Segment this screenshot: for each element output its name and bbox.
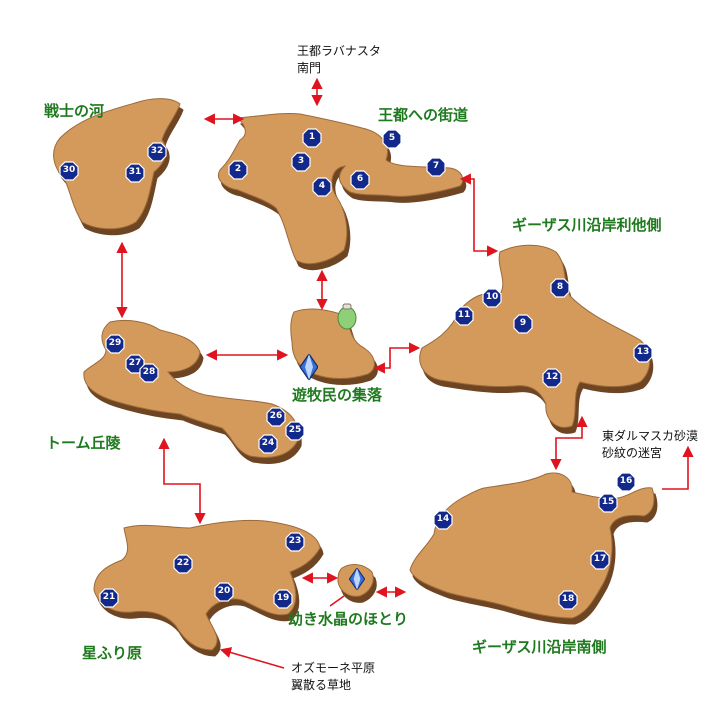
region-label-hoshi: 星ふり原 (82, 644, 143, 662)
region-label-giza-north: ギーザス川沿岸利他側 (512, 216, 662, 234)
point-marker-23: 23 (285, 532, 305, 552)
point-marker-13: 13 (633, 343, 653, 363)
region-label-senshi: 戦士の河 (44, 102, 105, 120)
zone-outo-e-no-kaidou (218, 113, 464, 265)
point-marker-label: 9 (519, 318, 527, 328)
exit-label-north: 王都ラバナスタ南門 (297, 44, 381, 75)
point-marker-label: 28 (142, 367, 156, 377)
point-marker-label: 13 (636, 347, 650, 357)
region-label-outo: 王都への街道 (378, 106, 469, 124)
point-marker-label: 14 (436, 514, 450, 524)
point-marker-26: 26 (266, 407, 286, 427)
region-label-osanaki: 幼き水晶のほとり (288, 610, 409, 628)
point-marker-label: 18 (561, 594, 575, 604)
point-marker-label: 6 (356, 174, 364, 184)
point-marker-label: 15 (601, 497, 615, 507)
point-marker-label: 31 (128, 167, 142, 177)
point-marker-5: 5 (382, 129, 402, 149)
point-marker-label: 8 (556, 282, 564, 292)
region-label-tomu: トーム丘陵 (46, 434, 121, 452)
point-marker-10: 10 (482, 288, 502, 308)
point-marker-4: 4 (312, 177, 332, 197)
point-marker-label: 23 (288, 536, 302, 546)
point-marker-22: 22 (173, 554, 193, 574)
point-marker-12: 12 (542, 368, 562, 388)
zone-senshi-no-kawa (53, 98, 181, 230)
point-marker-20: 20 (214, 582, 234, 602)
point-marker-11: 11 (454, 306, 474, 326)
point-marker-27: 27 (125, 354, 145, 374)
point-marker-16: 16 (616, 472, 636, 492)
exit-label-south: オズモーネ平原翼散る草地 (291, 661, 376, 692)
point-marker-label: 11 (457, 310, 471, 320)
point-marker-label: 19 (276, 593, 290, 603)
point-marker-label: 22 (176, 558, 190, 568)
point-marker-1: 1 (302, 128, 322, 148)
region-label-yuboku: 遊牧民の集落 (292, 386, 383, 404)
point-marker-32: 32 (147, 142, 167, 162)
region-label-giza-south: ギーザス川沿岸南側 (472, 638, 607, 656)
point-marker-label: 10 (485, 292, 499, 302)
zone-giza-south (409, 472, 655, 619)
point-marker-30: 30 (59, 161, 79, 181)
point-marker-2: 2 (228, 160, 248, 180)
point-marker-label: 32 (150, 146, 164, 156)
point-marker-label: 27 (128, 358, 142, 368)
point-marker-7: 7 (426, 157, 446, 177)
point-marker-label: 12 (545, 372, 559, 382)
point-marker-label: 1 (308, 132, 316, 142)
point-marker-label: 16 (619, 476, 633, 486)
point-marker-29: 29 (105, 334, 125, 354)
point-marker-label: 3 (297, 156, 305, 166)
point-marker-label: 4 (318, 181, 326, 191)
point-marker-label: 20 (217, 586, 231, 596)
point-marker-19: 19 (273, 589, 293, 609)
point-marker-label: 24 (261, 438, 275, 448)
point-marker-label: 7 (432, 161, 440, 171)
point-marker-14: 14 (433, 510, 453, 530)
point-marker-label: 5 (388, 133, 396, 143)
point-marker-label: 17 (593, 554, 607, 564)
point-marker-18: 18 (558, 590, 578, 610)
moogle-pot-icon (337, 303, 357, 330)
point-marker-label: 25 (288, 425, 302, 435)
save-crystal-icon (300, 354, 318, 380)
point-marker-label: 29 (108, 338, 122, 348)
route-lines (116, 77, 694, 669)
point-marker-9: 9 (513, 314, 533, 334)
point-marker-label: 26 (269, 411, 283, 421)
zone-giza-north (419, 244, 651, 428)
point-marker-25: 25 (285, 421, 305, 441)
point-marker-label: 2 (234, 164, 242, 174)
exit-label-east: 東ダルマスカ砂漠砂紋の迷宮 (602, 429, 699, 460)
point-marker-label: 30 (62, 165, 76, 175)
point-marker-8: 8 (550, 278, 570, 298)
point-marker-6: 6 (350, 170, 370, 190)
point-marker-21: 21 (99, 588, 119, 608)
point-marker-24: 24 (258, 434, 278, 454)
point-marker-17: 17 (590, 550, 610, 570)
point-marker-15: 15 (598, 493, 618, 513)
point-marker-28: 28 (139, 363, 159, 383)
point-marker-3: 3 (291, 152, 311, 172)
point-marker-31: 31 (125, 163, 145, 183)
point-marker-label: 21 (102, 592, 116, 602)
save-crystal-icon (349, 568, 365, 590)
